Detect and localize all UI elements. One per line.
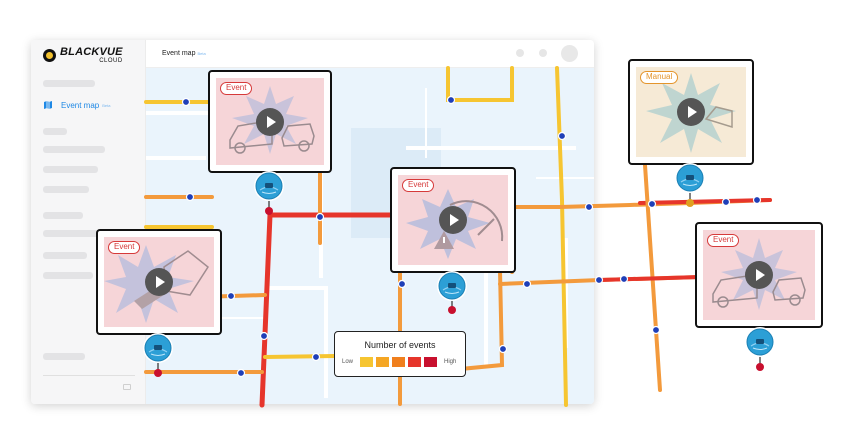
sidebar-divider	[43, 375, 135, 376]
sidebar-placeholder	[43, 166, 98, 173]
event-badge: Manual	[640, 71, 679, 84]
event-badge: Event	[108, 241, 141, 254]
event-card[interactable]: Event	[96, 229, 222, 335]
sidebar-placeholder	[43, 353, 85, 360]
event-card[interactable]: Event	[390, 167, 516, 273]
event-badge: Event	[707, 234, 740, 247]
play-icon[interactable]	[745, 261, 773, 289]
play-icon[interactable]	[256, 107, 284, 136]
page-title-text: Event map	[162, 50, 196, 57]
sidebar-placeholder	[43, 186, 89, 193]
legend-swatch	[360, 357, 373, 367]
legend-swatch	[408, 357, 421, 367]
sidebar-item-event-map[interactable]: Event map Beta	[43, 100, 110, 110]
legend-swatch	[424, 357, 437, 367]
play-icon[interactable]	[145, 268, 173, 296]
sidebar-placeholder	[43, 146, 105, 153]
beta-badge: Beta	[102, 102, 111, 108]
sidebar: BLACKVUE CLOUD Event map Beta	[31, 40, 146, 404]
avatar[interactable]	[561, 45, 578, 62]
brand-logo[interactable]: BLACKVUE CLOUD	[43, 47, 123, 64]
event-card[interactable]: Event	[208, 70, 332, 173]
event-card[interactable]: Manual	[628, 59, 754, 165]
bell-icon[interactable]	[539, 49, 547, 57]
legend-title: Number of events	[364, 340, 436, 350]
sidebar-placeholder	[43, 252, 87, 259]
legend-swatch	[392, 357, 405, 367]
beta-badge: Beta	[197, 51, 206, 56]
sidebar-placeholder	[43, 80, 95, 87]
event-badge: Event	[220, 82, 253, 95]
play-icon[interactable]	[677, 98, 705, 126]
sidebar-item-label: Event map	[61, 100, 100, 110]
collapse-sidebar-icon[interactable]	[123, 384, 131, 390]
brand-name: BLACKVUE	[60, 46, 123, 58]
brand-mark-icon	[43, 49, 56, 62]
events-legend: Number of events Low High	[334, 331, 466, 377]
help-icon[interactable]	[516, 49, 524, 57]
brand-sub: CLOUD	[99, 58, 123, 64]
sidebar-placeholder	[43, 230, 101, 237]
sidebar-placeholder	[43, 272, 93, 279]
event-card[interactable]: Event	[695, 222, 823, 328]
event-badge: Event	[402, 179, 435, 192]
map-icon	[44, 101, 52, 109]
sidebar-placeholder	[43, 212, 83, 219]
sidebar-placeholder	[43, 128, 67, 135]
legend-low-label: Low	[342, 359, 354, 365]
legend-high-label: High	[444, 359, 457, 365]
legend-swatch	[376, 357, 389, 367]
play-icon[interactable]	[439, 206, 467, 234]
